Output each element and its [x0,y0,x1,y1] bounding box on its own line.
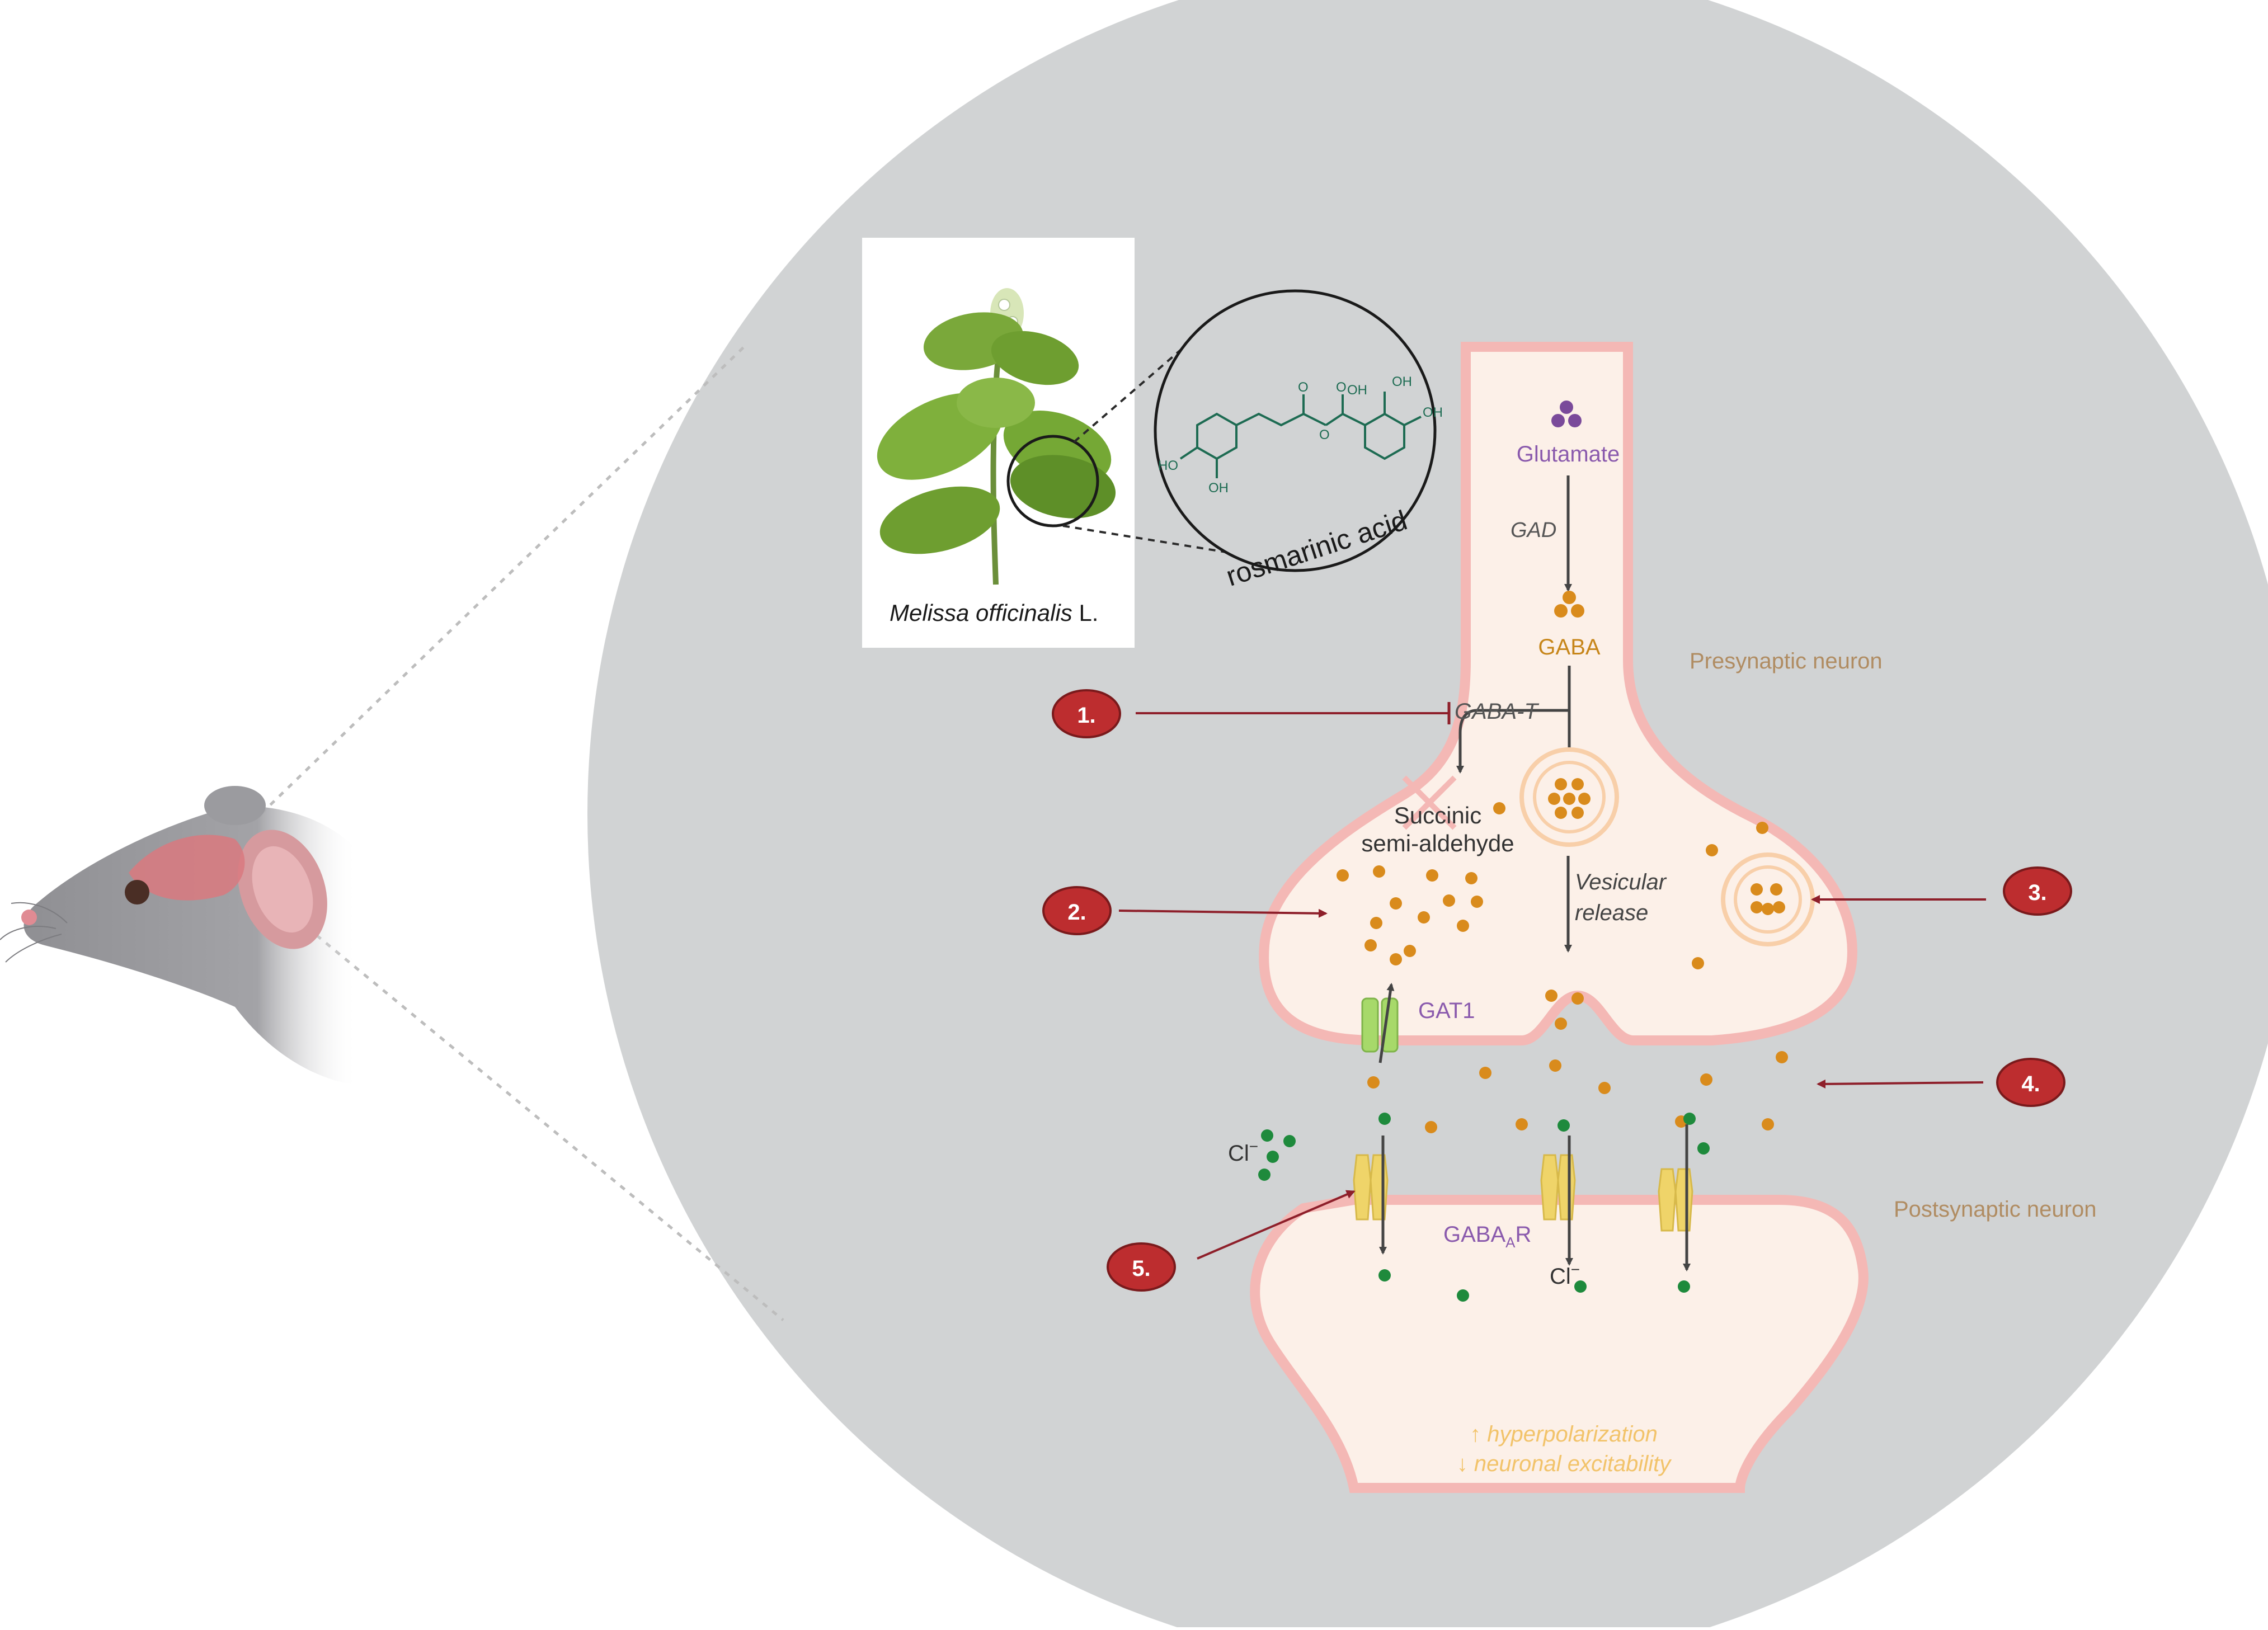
svg-text:2.: 2. [1067,900,1086,925]
postsynaptic-label: Postsynaptic neuron [1894,1197,2096,1222]
gaba-t-label: GABA-T [1455,699,1539,724]
glutamate-molecule [1551,401,1582,427]
gabaar-label: GABAAR [1443,1222,1531,1251]
svg-text:1.: 1. [1077,703,1095,728]
chloride-label-left: Cl− [1228,1138,1258,1166]
gaba-label: GABA [1538,635,1600,659]
marker-1: 1. [1052,689,1121,738]
zoom-circle-leaf [1006,435,1099,527]
mouse-brain [129,835,245,901]
atom-o-ester: O [1319,427,1330,442]
mouse-illustration [0,786,359,1085]
gaba-molecule [1554,591,1584,618]
gabaa-receptor-2 [1540,1136,1576,1266]
atom-oh-bottom-mid: OH [1208,480,1229,496]
marker-2: 2. [1042,886,1112,935]
mouse-ear-back [204,786,266,825]
glutamate-label: Glutamate [1517,442,1620,467]
gaba-t-arrow [1456,709,1569,774]
svg-text:4.: 4. [2021,1072,2040,1096]
inhibited-cross [1402,775,1457,830]
mouse-nose [21,910,37,925]
svg-text:5.: 5. [1132,1256,1150,1281]
marker-2-arrow [1118,908,1328,918]
marker-5: 5. [1107,1242,1176,1292]
postsynaptic-neuron [1250,1195,1869,1493]
gat1-transporter [1361,983,1399,1063]
vesicle-main [1519,747,1619,847]
svg-text:3.: 3. [2028,880,2046,905]
chloride-label-right: Cl− [1550,1261,1580,1289]
atom-ho-bottom-left: HO [1158,458,1178,473]
gabaa-receptor-3 [1658,1124,1693,1271]
atom-o-acid: O [1336,380,1347,395]
vesicular-label-1: Vesicular [1575,870,1667,894]
presynaptic-gaba-dots [1337,802,1768,969]
succinic-label-1: Succinic [1394,802,1481,828]
atom-o-carbonyl: O [1298,380,1309,395]
melissa-plant-image [877,288,1116,585]
atom-oh-top-left: OH [1392,374,1412,389]
vesicle-right [1721,852,1815,946]
chloride-dots [1378,1113,1710,1302]
atom-oh-acid: OH [1347,383,1367,398]
marker-5-arrow [1197,1190,1356,1260]
plant-name: Melissa officinalis L. [890,600,1098,626]
plant-card: Melissa officinalis L. [862,238,1135,648]
marker-3: 3. [2003,866,2072,916]
gad-label: GAD [1511,519,1556,542]
effect-hyperpolarization: ↑ hyperpolarization [1470,1422,1658,1447]
vesicular-label-2: release [1575,901,1648,925]
chloride-cluster-left [1258,1129,1296,1181]
marker-4-arrow [1817,1079,1984,1089]
presynaptic-label: Presynaptic neuron [1690,649,1883,673]
effect-excitability: ↓ neuronal excitability [1457,1452,1672,1476]
gat1-label: GAT1 [1418,998,1475,1023]
gabaa-receptor-1 [1353,1136,1389,1255]
atom-oh-top-right: OH [1423,405,1443,420]
leaf-to-compound-lines [1062,335,1237,555]
succinic-label-2: semi-aldehyde [1361,830,1514,856]
marker-4: 4. [1996,1058,2065,1107]
release-gaba-dots [1545,990,1584,1030]
mouse-eye [125,880,149,904]
cleft-gaba-dots [1367,953,1788,1133]
